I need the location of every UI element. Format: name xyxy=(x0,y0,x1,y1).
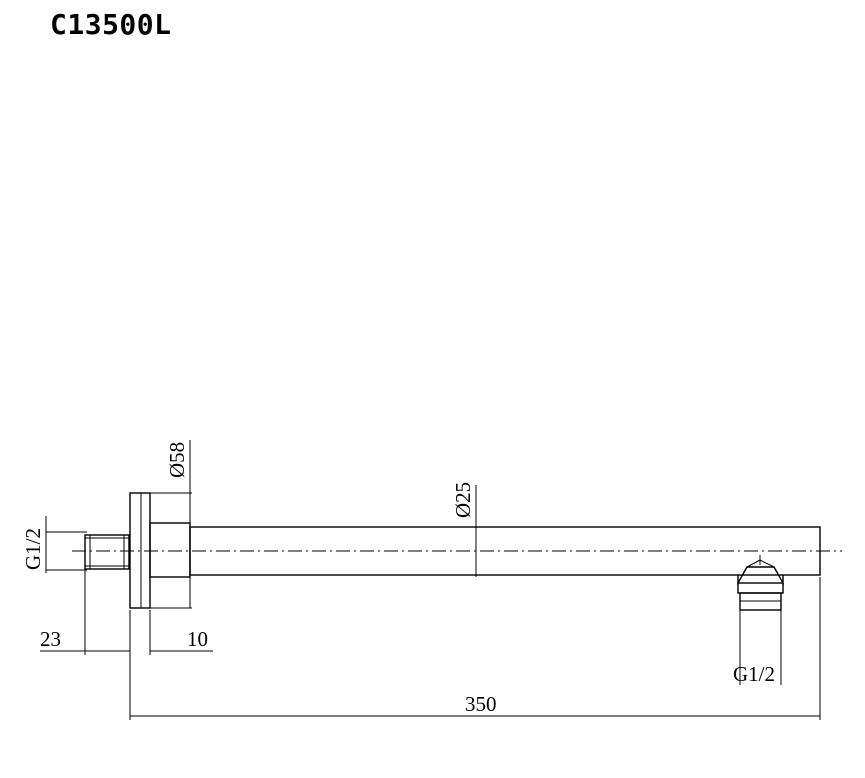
overall-length-label: 350 xyxy=(465,692,497,716)
dim-inlet-thread xyxy=(45,516,87,573)
inlet-length-label: 23 xyxy=(40,627,61,651)
drawing-title: C13500L xyxy=(50,8,172,41)
flange-diameter-label: Ø58 xyxy=(165,442,189,478)
outlet-thread-label: G1/2 xyxy=(733,662,775,686)
arm-diameter-label: Ø25 xyxy=(451,482,475,518)
flange-thickness-label: 10 xyxy=(187,627,208,651)
inlet-thread-label: G1/2 xyxy=(21,528,45,570)
dim-overall-length xyxy=(129,577,821,720)
inlet-nipple xyxy=(84,534,130,570)
dim-flange-thickness xyxy=(149,610,213,655)
outlet-fitting xyxy=(737,555,784,611)
dim-flange-diameter xyxy=(150,440,192,609)
dim-outlet-thread xyxy=(739,610,782,685)
wall-flange xyxy=(129,492,191,609)
